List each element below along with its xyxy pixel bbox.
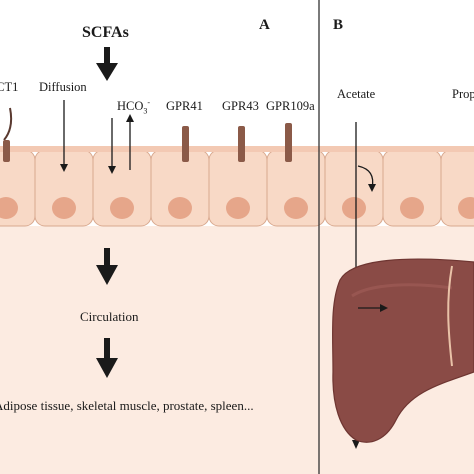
hco3-label: HCO3- xyxy=(117,99,150,116)
nucleus xyxy=(226,197,250,219)
panel-label-b: B xyxy=(333,17,344,33)
scfa-big-arrow xyxy=(96,47,118,81)
big-arrows xyxy=(96,47,118,378)
nucleus xyxy=(0,197,18,219)
mct1-label: MCT1 xyxy=(0,80,19,94)
scfa-in-arrowhead xyxy=(108,166,116,174)
panel-label-a: A xyxy=(259,17,270,33)
hco3-base: HCO xyxy=(117,99,144,114)
nucleus xyxy=(168,197,192,219)
hco3-subscript: 3 xyxy=(143,106,148,116)
nucleus xyxy=(110,197,134,219)
nucleus xyxy=(284,197,308,219)
tissue-big-arrow xyxy=(96,338,118,378)
scfas-label: SCFAs xyxy=(82,24,129,41)
brush-border xyxy=(0,146,474,152)
liver-ligament xyxy=(447,265,453,367)
liver-highlight xyxy=(351,283,453,298)
mct1-transporter xyxy=(3,107,13,141)
membrane-receptors xyxy=(3,107,292,162)
hco3-superscript: - xyxy=(147,98,151,107)
diffusion-arrowhead xyxy=(60,164,68,172)
liver-shape xyxy=(331,258,474,443)
acetate-curve-arrowhead xyxy=(368,184,376,192)
hco3-out-arrowhead xyxy=(126,114,134,122)
circulation-big-arrow xyxy=(96,248,118,285)
propionate-label: Propionate xyxy=(452,87,474,101)
mct1-receptor xyxy=(3,140,10,162)
epithelial-layer xyxy=(0,146,474,227)
nucleus xyxy=(342,197,366,219)
gpr109a-receptor xyxy=(285,123,292,162)
gpr41-label: GPR41 xyxy=(166,99,203,113)
nucleus xyxy=(400,197,424,219)
acetate-arrowhead xyxy=(352,440,360,449)
nucleus xyxy=(52,197,76,219)
gpr43-label: GPR43 xyxy=(222,99,259,113)
tissues-label: Adipose tissue, skeletal muscle, prostat… xyxy=(0,398,254,413)
gpr109a-label: GPR109a xyxy=(266,99,315,113)
gpr41-receptor xyxy=(182,126,189,162)
circulation-label: Circulation xyxy=(80,309,139,324)
diffusion-label: Diffusion xyxy=(39,80,87,94)
liver-inner-arrowhead xyxy=(380,304,388,312)
acetate-label: Acetate xyxy=(337,87,376,101)
nucleus xyxy=(458,197,474,219)
gpr43-receptor xyxy=(238,126,245,162)
liver xyxy=(331,258,474,443)
